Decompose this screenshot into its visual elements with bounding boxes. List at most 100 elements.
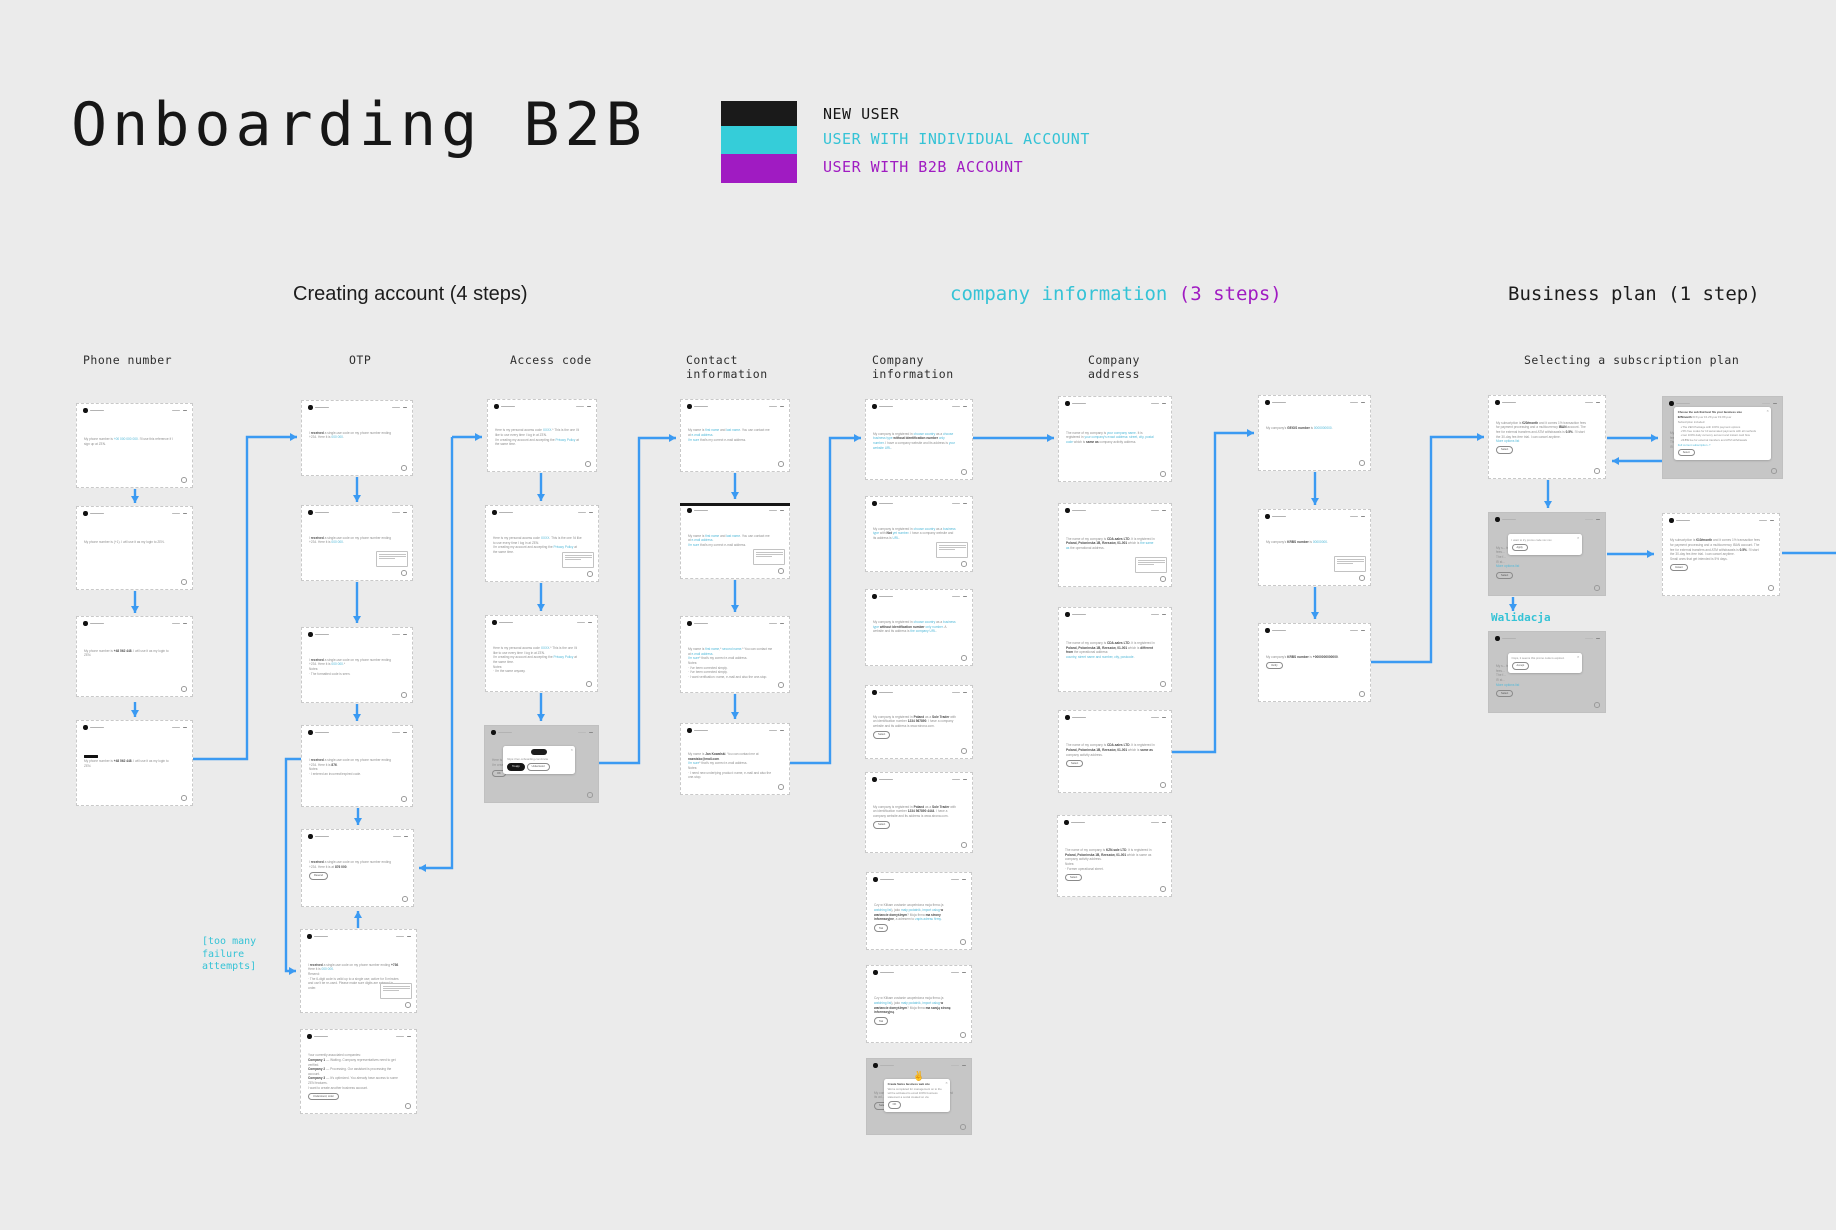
menu-icon	[589, 511, 593, 513]
flow-card-contact-4[interactable]: My name is Jan Kowalski. You can contact…	[680, 723, 790, 795]
logo-icon	[872, 777, 877, 782]
flow-card-cinfo-6[interactable]: Czy w Klikam zostanie uzupełniona moja f…	[866, 872, 972, 950]
logo-icon	[83, 511, 88, 516]
logo-icon	[687, 621, 692, 626]
flow-card-contact-3[interactable]: My name is first name,* second name.* Yo…	[680, 616, 790, 693]
flow-card-otp-4[interactable]: I received a single-use code on my phone…	[301, 725, 413, 807]
refresh-icon	[587, 792, 593, 798]
close-icon: ×	[1766, 407, 1769, 413]
connector-arrowhead	[354, 911, 362, 918]
flow-card-cinfo-3[interactable]: My company is registered in choose count…	[865, 589, 973, 666]
flow-card-otp-6[interactable]: I received a single-use code on my phone…	[300, 929, 417, 1013]
flow-card-caddr-4[interactable]: The name of my company is CDA.sales LTD.…	[1058, 710, 1172, 793]
connector-arrowhead	[1612, 457, 1619, 465]
mock-body-text: The name of my company is your company n…	[1066, 430, 1154, 444]
flow-card-otp-3[interactable]: I received a single-use code on my phone…	[301, 627, 413, 703]
flow-card-access-4[interactable]: Here is my p... ...the one I'd like to u…	[484, 725, 599, 803]
flow-card-plan-4[interactable]: My s...fees...The f...I'll st...×Choose …	[1662, 396, 1783, 479]
flow-card-cinfo-8[interactable]: My company is re... ...identification nu…	[866, 1058, 972, 1135]
flow-card-cinfo-5[interactable]: My company is registered in Poland as a …	[865, 772, 973, 853]
menu-icon	[1361, 401, 1365, 403]
menu-icon	[1596, 401, 1600, 403]
flow-card-caddr-3[interactable]: The name of my company is CDA.sales LTD.…	[1058, 607, 1172, 692]
connector-arrowhead	[1647, 550, 1654, 558]
header-meta-bar	[1151, 402, 1159, 404]
header-meta-bar	[392, 731, 400, 733]
flow-card-contact-1[interactable]: My name is first name and last name. You…	[680, 399, 790, 472]
flow-card-creg-3[interactable]: My company's KRBS number is +00000000000…	[1258, 623, 1371, 702]
connector-arrowhead	[419, 864, 426, 872]
close-icon: ×	[1576, 653, 1580, 659]
menu-icon	[1162, 613, 1166, 615]
menu-icon	[183, 726, 187, 728]
flow-card-access-2[interactable]: Here is my personal access code XXXX. Th…	[485, 505, 599, 582]
logo-icon	[873, 970, 878, 975]
flow-card-plan-2[interactable]: My s... tran...fees...The f...I'll st...…	[1488, 512, 1606, 596]
flow-card-otp-7[interactable]: Your currently associated companies:Comp…	[300, 1029, 417, 1114]
mock-pill-button: Select	[873, 821, 891, 829]
header-meta-bar	[1350, 515, 1358, 517]
refresh-icon	[961, 655, 967, 661]
header-text-bar	[501, 405, 515, 407]
mock-body-text: My name is Jan Kowalski. You can contact…	[688, 752, 772, 780]
refresh-icon	[1359, 575, 1365, 581]
logo-icon	[872, 501, 877, 506]
flow-card-plan-3[interactable]: My s... tran...fees...The f...I'll st...…	[1488, 631, 1606, 713]
menu-icon	[1162, 716, 1166, 718]
modal-button: Select	[1677, 448, 1695, 457]
header-meta-bar	[172, 512, 180, 514]
header-meta-bar	[393, 835, 401, 837]
mock-window-header	[687, 728, 784, 734]
mock-window-header	[872, 690, 967, 696]
refresh-icon	[587, 571, 593, 577]
connector-arrowhead	[731, 492, 739, 499]
menu-icon	[588, 621, 592, 623]
header-meta-bar	[172, 726, 180, 728]
mock-window-header	[307, 934, 411, 940]
note-box	[562, 552, 594, 568]
flow-card-cinfo-1[interactable]: My company is registered in choose count…	[865, 399, 973, 480]
mock-pill-button: Tak	[874, 924, 889, 932]
menu-icon	[1596, 518, 1600, 520]
connector-arrowhead	[290, 433, 297, 441]
flow-card-cinfo-7[interactable]: Czy w Klikam zostanie uzupełniona moja f…	[866, 965, 972, 1043]
flow-card-access-1[interactable]: Here is my personal access code XXXX.* T…	[487, 399, 597, 472]
flow-card-caddr-2[interactable]: The name of my company is CDA.sales LTD.…	[1058, 503, 1172, 587]
mock-window-header	[1495, 636, 1600, 642]
connector-arrowhead	[1311, 612, 1319, 619]
flow-card-creg-1[interactable]: My company's GEIOS number is 0000000000.	[1258, 395, 1371, 471]
mock-pill-button: Verify	[1266, 661, 1283, 670]
legend-label-2: USER WITH B2B ACCOUNT	[823, 158, 1024, 176]
flow-card-otp-2[interactable]: I received a single-use code on my phone…	[301, 505, 413, 581]
flow-card-otp-1[interactable]: I received a single-use code on my phone…	[301, 400, 413, 476]
mock-window-header	[308, 510, 407, 516]
mock-window-header	[308, 834, 408, 840]
mock-body-text: My company is registered in choose count…	[873, 620, 956, 634]
connector-arrowhead	[537, 494, 545, 501]
flow-card-otp-5[interactable]: I received a single-use code on my phone…	[301, 829, 414, 907]
modal-button: To app	[507, 763, 525, 771]
flow-card-contact-2[interactable]: My name is first name and last name. You…	[680, 503, 790, 579]
mock-body-text: My name is first name and last name. You…	[688, 533, 770, 547]
flow-card-plan-5[interactable]: My subscription is €10/month and it come…	[1662, 513, 1780, 596]
menu-icon	[407, 1035, 411, 1037]
flow-card-access-3[interactable]: Here is my personal access code XXXX.* T…	[485, 615, 598, 692]
flow-card-cinfo-2[interactable]: My company is registered in choose count…	[865, 496, 973, 572]
flow-card-plan-1[interactable]: My subscription is €20/month and it come…	[1488, 395, 1606, 479]
flow-card-cinfo-4[interactable]: My company is registered in Poland as a …	[865, 685, 973, 759]
flow-card-phone-1[interactable]: My phone number is +00 000 000 000. I'll…	[76, 403, 193, 488]
flow-card-caddr-1[interactable]: The name of my company is your company n…	[1058, 396, 1172, 482]
flow-card-phone-3[interactable]: My phone number is +48 562 448. I will u…	[76, 616, 193, 697]
mock-window-header	[83, 408, 187, 414]
flow-card-phone-4[interactable]: My phone number is +48 562 448. I will u…	[76, 720, 193, 806]
flow-card-phone-2[interactable]: My phone number is (+1). I will use it a…	[76, 506, 193, 590]
flow-card-caddr-5[interactable]: The name of my company is KZN.sale LTD. …	[1057, 815, 1172, 897]
menu-icon	[1361, 629, 1365, 631]
note-box	[1334, 556, 1366, 572]
header-meta-bar	[172, 409, 180, 411]
logo-icon	[492, 620, 497, 625]
mock-body-text: My name is first name and last name. You…	[688, 428, 770, 442]
section-header-part: Creating account (4 steps)	[293, 283, 528, 305]
flow-card-creg-2[interactable]: My company's KRBS number is 00000000.	[1258, 509, 1371, 586]
